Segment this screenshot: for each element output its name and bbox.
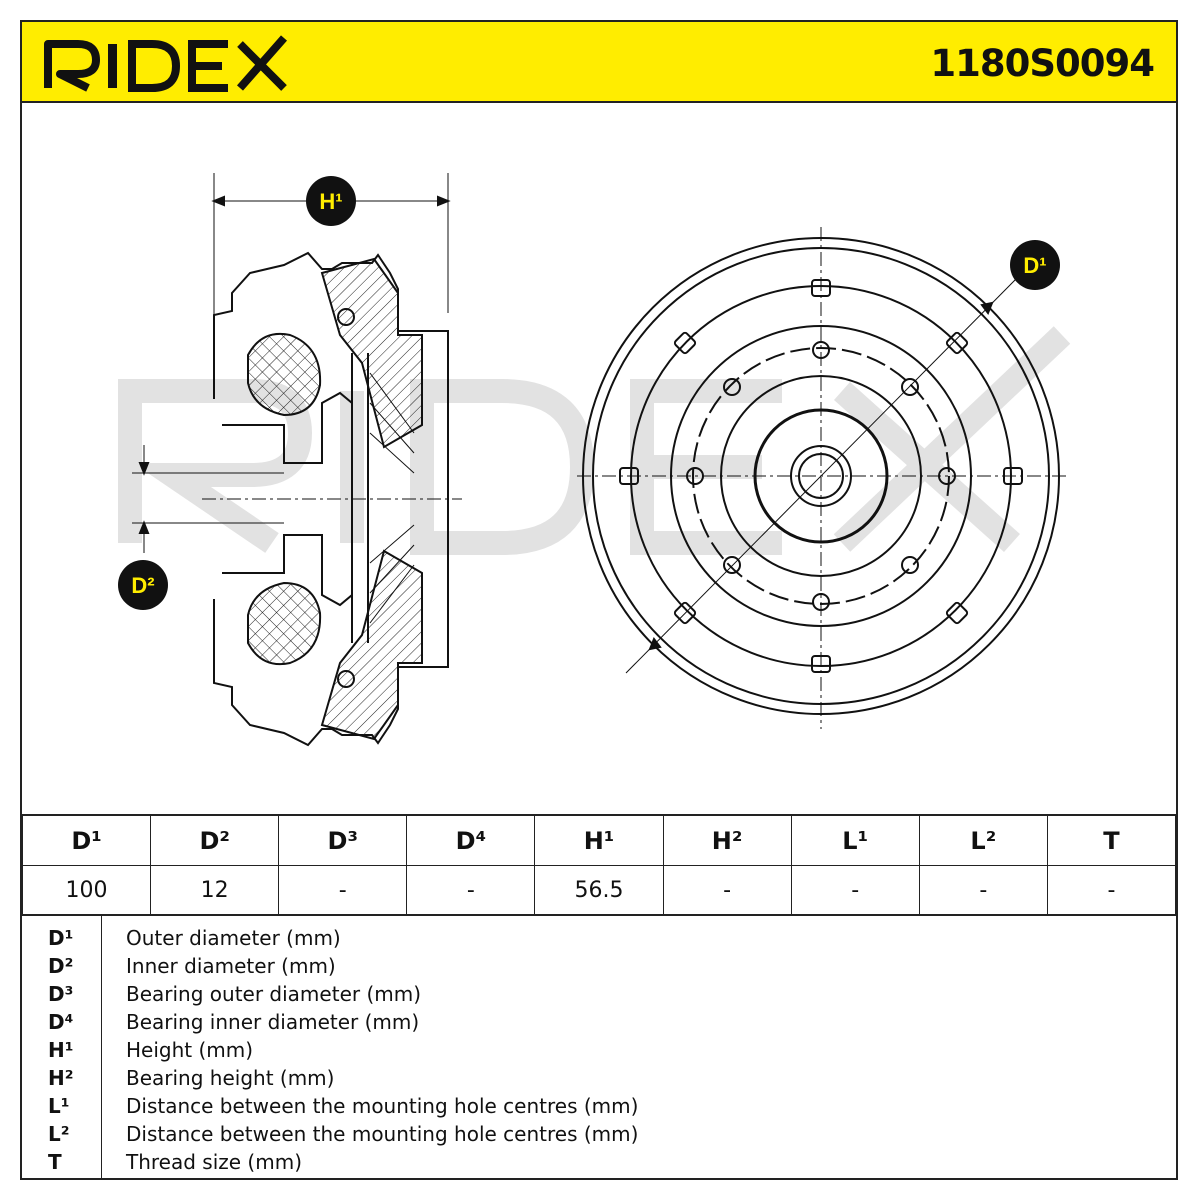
legend-row: D³ Bearing outer diameter (mm) [22, 982, 1176, 1010]
dimensions-table: D¹ D² D³ D⁴ H¹ H² L¹ L² T 100 12 - - 56.… [21, 814, 1177, 916]
d2-label: D² [131, 573, 154, 598]
value-cell: 100 [21, 865, 152, 916]
legend-symbol: L¹ [48, 1094, 70, 1118]
d2-badge: D² [118, 560, 168, 610]
legend-symbol: D² [48, 954, 74, 978]
legend-description: Bearing outer diameter (mm) [126, 982, 422, 1006]
cross-section-view [132, 173, 462, 747]
header-cell: D² [150, 814, 280, 866]
legend-description: Height (mm) [126, 1038, 254, 1062]
d1-badge: D¹ [1010, 240, 1060, 290]
value-cell: 56.5 [534, 865, 664, 916]
header-cell: L¹ [790, 814, 920, 866]
value-cell: - [278, 865, 408, 916]
legend-row: T Thread size (mm) [22, 1150, 1176, 1178]
legend-symbol: T [48, 1150, 62, 1174]
value-cell: 12 [150, 865, 280, 916]
legend-symbol: D⁴ [48, 1010, 74, 1034]
legend-row: H² Bearing height (mm) [22, 1066, 1176, 1094]
legend-description: Inner diameter (mm) [126, 954, 336, 978]
legend-row: D¹ Outer diameter (mm) [22, 926, 1176, 954]
legend-description: Bearing inner diameter (mm) [126, 1010, 420, 1034]
header-cell: D¹ [21, 814, 152, 866]
d1-label: D¹ [1023, 253, 1046, 278]
value-cell: - [406, 865, 536, 916]
legend-description: Distance between the mounting hole centr… [126, 1094, 639, 1118]
value-cell: - [790, 865, 920, 916]
technical-drawing: H¹ D² [118, 173, 1071, 747]
legend-description: Bearing height (mm) [126, 1066, 335, 1090]
legend-divider [101, 916, 102, 1180]
legend-description: Outer diameter (mm) [126, 926, 341, 950]
legend-row: L² Distance between the mounting hole ce… [22, 1122, 1176, 1150]
legend-description: Thread size (mm) [126, 1150, 302, 1174]
legend-row: D² Inner diameter (mm) [22, 954, 1176, 982]
legend-symbol: D¹ [48, 926, 74, 950]
value-cell: - [1046, 865, 1177, 916]
legend-symbol: H¹ [48, 1038, 74, 1062]
dimensions-value-row: 100 12 - - 56.5 - - - - [21, 865, 1177, 916]
legend-symbol: D³ [48, 982, 74, 1006]
dimensions-header-row: D¹ D² D³ D⁴ H¹ H² L¹ L² T [21, 814, 1177, 866]
legend-description: Distance between the mounting hole centr… [126, 1122, 639, 1146]
header-bar: 1180S0094 [22, 22, 1176, 103]
h1-label: H¹ [319, 189, 342, 214]
ridex-logo [44, 35, 288, 92]
header-cell: H² [662, 814, 792, 866]
header-cell: L² [918, 814, 1048, 866]
header-cell: T [1046, 814, 1177, 866]
spec-sheet: 1180S0094 [20, 20, 1178, 1180]
legend-row: H¹ Height (mm) [22, 1038, 1176, 1066]
header-cell: H¹ [534, 814, 664, 866]
legend-symbol: H² [48, 1066, 74, 1090]
legend-row: D⁴ Bearing inner diameter (mm) [22, 1010, 1176, 1038]
h1-badge: H¹ [306, 176, 356, 226]
value-cell: - [662, 865, 792, 916]
legend: D¹ Outer diameter (mm) D² Inner diameter… [22, 914, 1176, 1180]
legend-row: L¹ Distance between the mounting hole ce… [22, 1094, 1176, 1122]
value-cell: - [918, 865, 1048, 916]
part-number: 1180S0094 [930, 42, 1155, 85]
header-cell: D⁴ [406, 814, 536, 866]
header-cell: D³ [278, 814, 408, 866]
front-view [577, 227, 1066, 729]
legend-symbol: L² [48, 1122, 70, 1146]
